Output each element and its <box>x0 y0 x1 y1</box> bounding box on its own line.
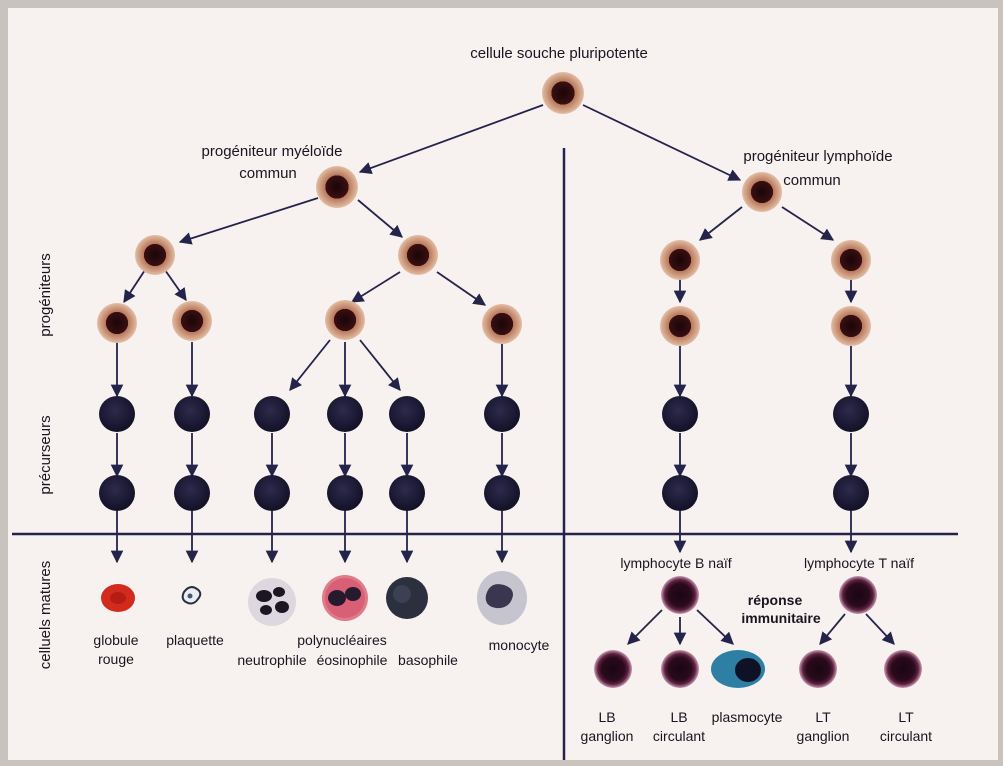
row-label-mature: celluels matures <box>37 561 54 669</box>
lb-ganglion-cell <box>594 650 632 688</box>
progenitor-cell <box>831 240 871 280</box>
stem-cell <box>542 72 584 114</box>
lt-ganglion-label-2: ganglion <box>797 728 850 744</box>
precursor-cell <box>99 396 135 432</box>
lymphoid-progenitor-label: progéniteur lymphoïde <box>743 148 892 165</box>
progenitor-cell <box>97 303 137 343</box>
progenitor-cell <box>325 300 365 340</box>
precursor-cell <box>833 396 869 432</box>
monocyte <box>477 571 527 625</box>
precursor-cell <box>662 475 698 511</box>
common-myeloid-progenitor-cell <box>316 166 358 208</box>
arrows <box>110 104 895 646</box>
naive-b-cell <box>661 576 699 614</box>
lt-circulant-label-2: circulant <box>880 728 932 744</box>
eosinophil <box>322 575 368 621</box>
precursor-cell <box>99 475 135 511</box>
common-lymphoid-progenitor-cell <box>742 172 782 212</box>
lb-circulant-label-2: circulant <box>653 728 705 744</box>
precursor-cell <box>174 396 210 432</box>
platelet <box>181 586 202 605</box>
precursor-cell <box>662 396 698 432</box>
red-cell-label: globule <box>93 632 138 648</box>
precursor-cell <box>254 396 290 432</box>
precursor-cell <box>174 475 210 511</box>
progenitor-cell <box>660 240 700 280</box>
lt-circulant-cell <box>884 650 922 688</box>
immune-response-label: réponse <box>748 592 803 608</box>
red-blood-cell <box>101 584 135 612</box>
row-label-precursors: précurseurs <box>37 415 54 494</box>
precursor-cells <box>99 396 869 511</box>
basophil-label: basophile <box>398 652 458 668</box>
lt-ganglion-cell <box>799 650 837 688</box>
precursor-cell <box>327 475 363 511</box>
progenitor-cell <box>135 235 175 275</box>
progenitor-cell <box>172 301 212 341</box>
plasmocyte-label: plasmocyte <box>712 709 783 725</box>
eosinophil-label: éosinophile <box>317 652 388 668</box>
progenitor-cell <box>660 306 700 346</box>
precursor-cell <box>484 475 520 511</box>
plasmocyte-cell <box>711 650 765 688</box>
monocyte-label: monocyte <box>489 637 550 653</box>
lb-ganglion-label: LB <box>598 709 615 725</box>
row-label-progenitors: progéniteurs <box>37 253 54 336</box>
precursor-cell <box>327 396 363 432</box>
precursor-cell <box>833 475 869 511</box>
lt-ganglion-label: LT <box>815 709 831 725</box>
naive-t-cell <box>839 576 877 614</box>
red-cell-label-2: rouge <box>98 651 134 667</box>
neutrophil-label: neutrophile <box>237 652 306 668</box>
lb-circulant-cell <box>661 650 699 688</box>
lb-ganglion-label-2: ganglion <box>581 728 634 744</box>
immune-response-label-2: immunitaire <box>741 610 821 626</box>
lymphoid-progenitor-label-2: commun <box>783 172 841 189</box>
naive-b-label: lymphocyte B naïf <box>620 555 731 571</box>
platelet-label: plaquette <box>166 632 224 648</box>
precursor-cell <box>254 475 290 511</box>
stem-cell-label: cellule souche pluripotente <box>470 45 648 62</box>
progenitor-cell <box>831 306 871 346</box>
progenitor-cell <box>482 304 522 344</box>
precursor-cell <box>389 396 425 432</box>
lt-circulant-label: LT <box>898 709 914 725</box>
lb-circulant-label: LB <box>670 709 687 725</box>
lymphoid-mature-cells <box>594 576 922 688</box>
progenitor-cells <box>97 72 871 346</box>
basophil <box>386 577 428 619</box>
neutrophil <box>248 578 296 626</box>
progenitor-cell <box>398 235 438 275</box>
polynuclear-label: polynucléaires <box>297 632 387 648</box>
myeloid-progenitor-label-2: commun <box>239 165 297 182</box>
precursor-cell <box>389 475 425 511</box>
naive-t-label: lymphocyte T naïf <box>804 555 914 571</box>
paper-background <box>8 8 998 760</box>
myeloid-progenitor-label: progéniteur myéloïde <box>202 143 343 160</box>
precursor-cell <box>484 396 520 432</box>
